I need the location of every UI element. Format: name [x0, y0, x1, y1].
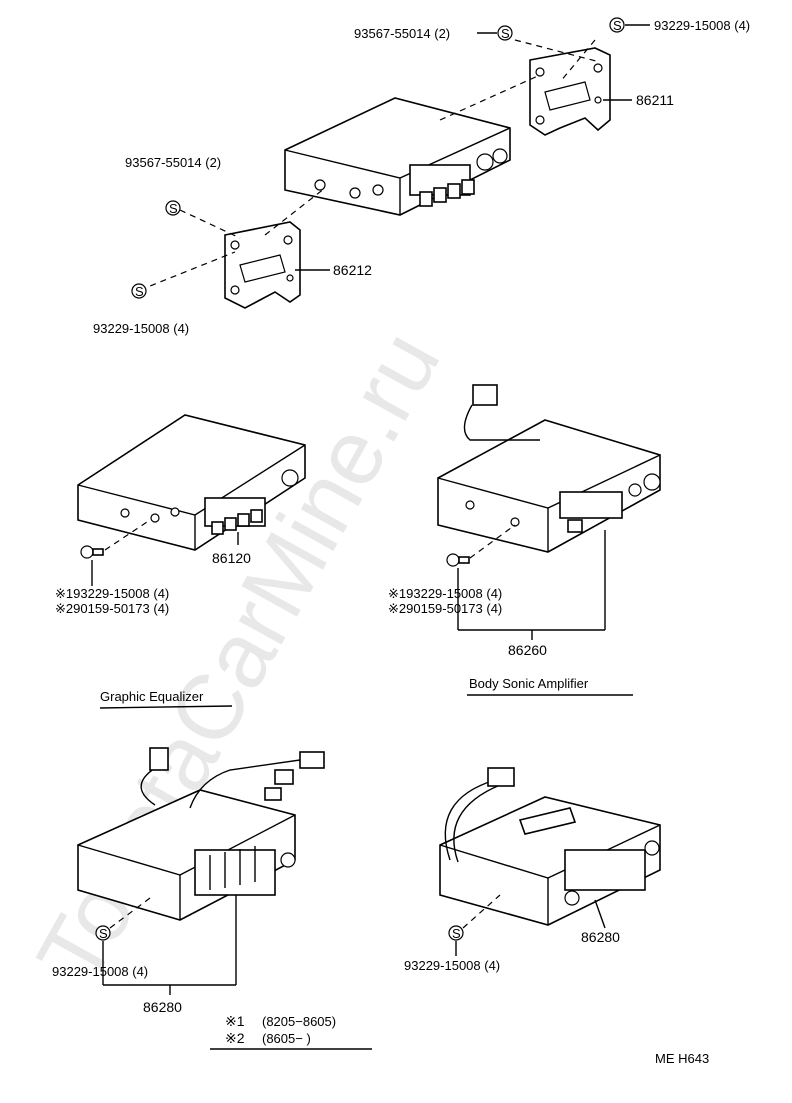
s-symbol: S [609, 17, 625, 33]
callout-86280: 86280 [581, 929, 620, 945]
watermark: ToyotaCarMine.ru [18, 315, 459, 999]
graphic-equalizer-unit [77, 747, 325, 921]
bracket-86211 [529, 47, 611, 136]
callout-93229-15008: 93229-15008 (4) [404, 958, 500, 973]
svg-text:S: S [135, 284, 144, 299]
note-2-range: (8605− ) [262, 1031, 311, 1046]
callout-93229-15008-note1: ※193229-15008 (4) [388, 586, 502, 601]
bracket-86212 [224, 221, 301, 309]
s-symbol: S [95, 925, 111, 941]
callout-86212: 86212 [333, 262, 372, 278]
callout-93229-15008: 93229-15008 (4) [52, 964, 148, 979]
s-symbol: S [448, 925, 464, 941]
section-title-body-sonic-amplifier: Body Sonic Amplifier [469, 676, 589, 691]
note-2-mark: ※2 [225, 1030, 245, 1046]
s-symbol: S [165, 200, 181, 216]
callout-93229-15008-note1: ※193229-15008 (4) [55, 586, 169, 601]
callout-86211: 86211 [636, 92, 674, 108]
note-1-range: (8205−8605) [262, 1014, 336, 1029]
s-symbol: S [131, 283, 147, 299]
svg-text:S: S [452, 926, 461, 941]
screw-icon [80, 545, 104, 559]
callout-93567-55014: 93567-55014 (2) [125, 155, 221, 170]
section-title-graphic-equalizer: Graphic Equalizer [100, 689, 204, 704]
note-1-mark: ※1 [225, 1013, 245, 1029]
callout-93229-15008: 93229-15008 (4) [654, 18, 750, 33]
callout-86120: 86120 [212, 550, 251, 566]
callout-86260: 86260 [508, 642, 547, 658]
svg-text:S: S [501, 26, 510, 41]
callout-93229-15008: 93229-15008 (4) [93, 321, 189, 336]
screw-icon [446, 553, 470, 567]
svg-text:S: S [99, 926, 108, 941]
callout-86280: 86280 [143, 999, 182, 1015]
s-symbol: S [497, 25, 513, 41]
radio-unit-top [284, 97, 511, 216]
callout-90159-50173-note2: ※290159-50173 (4) [55, 601, 169, 616]
radio-unit-86260 [437, 384, 661, 553]
svg-text:S: S [613, 18, 622, 33]
svg-text:S: S [169, 201, 178, 216]
callout-93567-55014: 93567-55014 (2) [354, 26, 450, 41]
radio-unit-86120 [77, 414, 306, 551]
diagram-code: ME H643 [655, 1051, 709, 1066]
body-sonic-amplifier-unit [439, 767, 661, 926]
callout-90159-50173-note2: ※290159-50173 (4) [388, 601, 502, 616]
